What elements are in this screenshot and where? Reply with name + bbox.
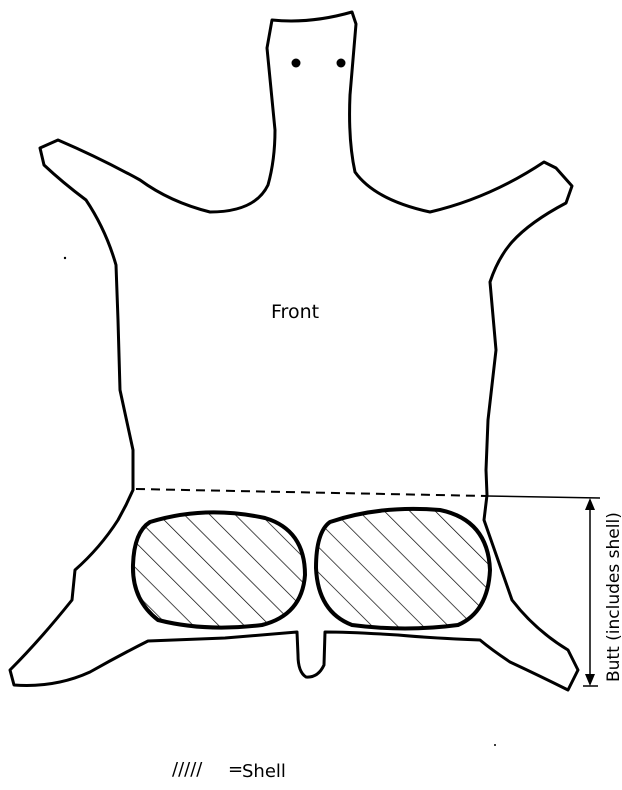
legend-label: Shell xyxy=(242,761,286,782)
speck xyxy=(64,257,66,259)
shell-left xyxy=(133,512,305,627)
shell-right xyxy=(316,509,490,629)
butt-label: Butt (includes shell) xyxy=(604,512,622,682)
butt-arrow-top xyxy=(585,498,595,510)
front-label: Front xyxy=(271,301,319,323)
butt-top-extension xyxy=(487,496,600,498)
legend-equals: = xyxy=(228,759,243,780)
legend-swatch: ///// xyxy=(172,759,203,780)
speck xyxy=(494,744,496,746)
butt-arrow-bottom xyxy=(585,674,595,686)
right-hole xyxy=(337,59,346,68)
left-hole xyxy=(292,59,301,68)
